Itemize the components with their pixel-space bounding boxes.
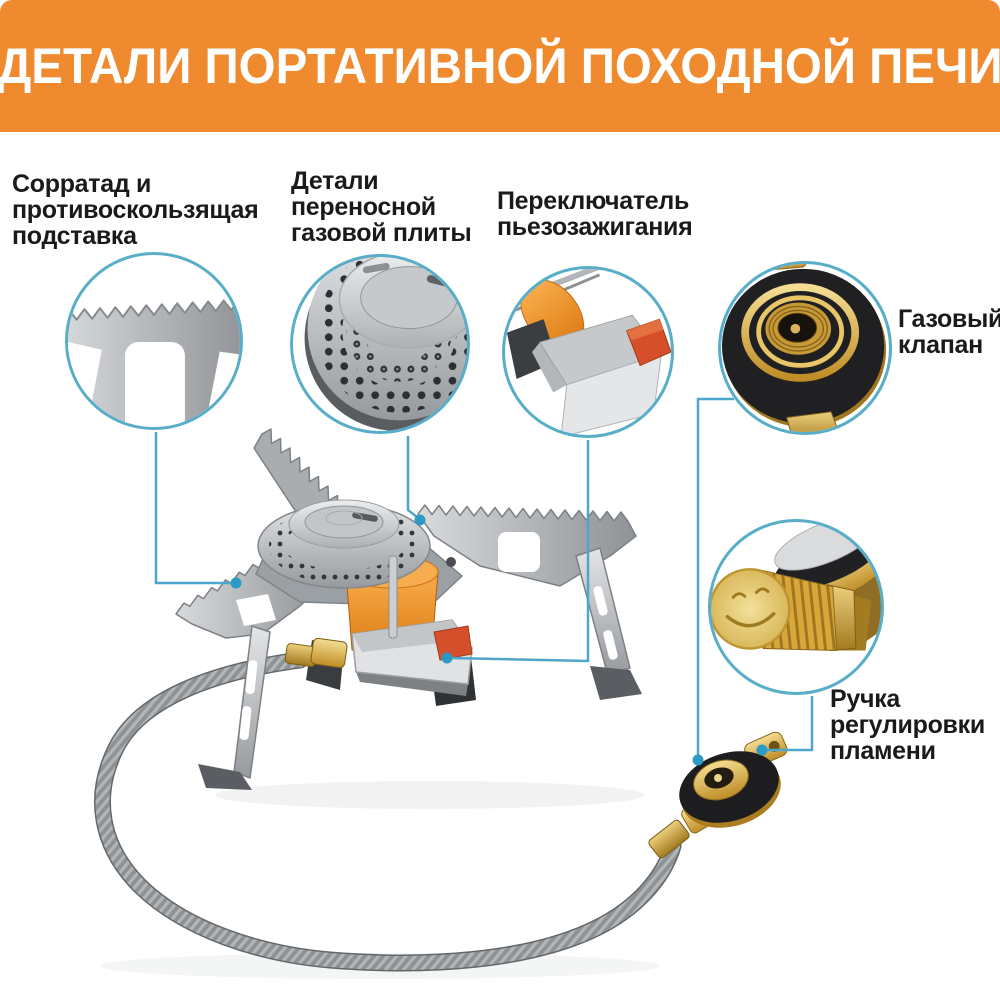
piezo-igniter-box — [351, 619, 473, 696]
piezo-button — [433, 625, 473, 661]
stove-shadow — [215, 781, 645, 809]
left-leg — [233, 624, 271, 780]
page-title: ДЕТАЛИ ПОРТАТИВНОЙ ПОХОДНОЙ ПЕЧИ — [0, 38, 1000, 94]
header-banner: ДЕТАЛИ ПОРТАТИВНОЙ ПОХОДНОЙ ПЕЧИ — [0, 0, 1000, 132]
flame-knob-detail-circle — [708, 519, 884, 695]
gas-valve-detail-circle — [718, 261, 892, 435]
canister-valve-assembly — [648, 731, 788, 859]
piezo-switch-detail-circle — [502, 266, 674, 438]
ignition-electrode — [388, 555, 398, 639]
braided-hose — [94, 651, 682, 972]
right-foot — [590, 666, 642, 700]
burner-head-detail-circle — [290, 254, 470, 434]
left-foot — [198, 764, 252, 790]
serrated-stand-detail-circle — [65, 252, 243, 430]
hose-fitting — [284, 637, 348, 669]
burner-head — [257, 499, 431, 639]
